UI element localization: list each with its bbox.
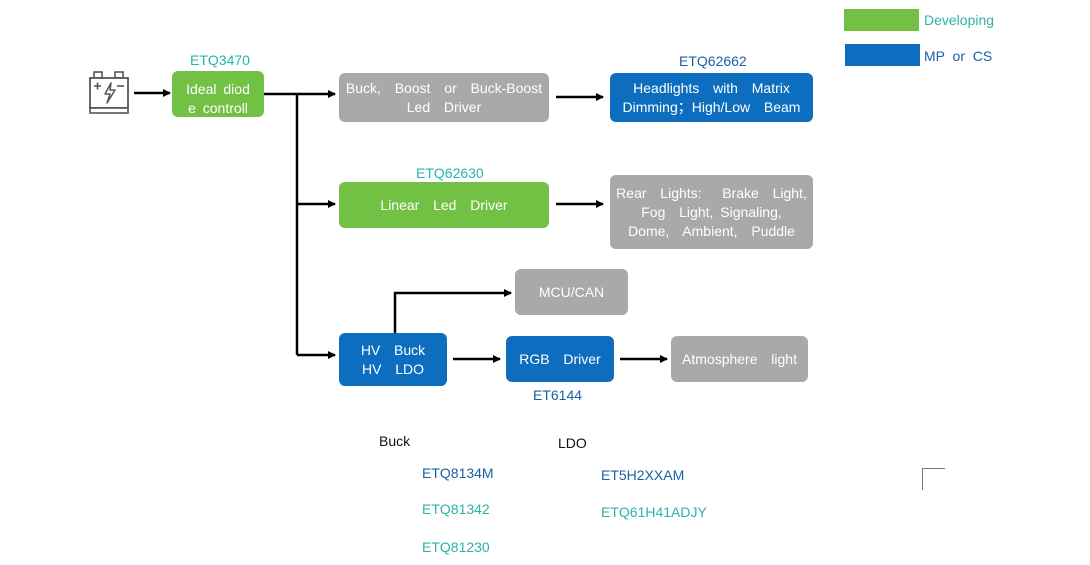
part-label-etq62630: ETQ62630 <box>416 165 484 181</box>
block-rear-lights: Rear Lights: Brake Light, Fog Light, Sig… <box>610 175 813 249</box>
ldo-list-item: ETQ61H41ADJY <box>601 504 707 520</box>
battery-icon <box>89 71 129 114</box>
ldo-list-item: ET5H2XXAM <box>601 467 685 483</box>
block-line: RGB Driver <box>519 350 601 367</box>
buck-list-item: ETQ8134M <box>422 465 494 481</box>
block-linear-led-driver: Linear Led Driver <box>339 182 549 228</box>
block-headlights: Headlights with Matrix Dimming；High/Low … <box>610 73 813 122</box>
block-line: Led Driver <box>406 98 482 115</box>
block-line: Atmosphere light <box>682 350 797 367</box>
legend-label-developing: Developing <box>924 12 995 28</box>
block-line: Buck, Boost or Buck-Boost <box>345 79 543 96</box>
block-rgb-driver: RGB Driver <box>506 336 614 382</box>
arrow-hv-buck-to-mcu <box>393 289 512 333</box>
block-line: Dome, Ambient, Puddle <box>628 222 795 239</box>
block-ideal-diode-controller: Ideal diod e controll <box>172 71 264 117</box>
block-line: Rear Lights: Brake Light, <box>616 184 807 201</box>
block-line: HV LDO <box>361 360 424 377</box>
block-buck-boost-led-driver: Buck, Boost or Buck-Boost Led Driver <box>339 73 549 122</box>
part-label-etq3470: ETQ3470 <box>190 52 250 68</box>
block-hv-buck-ldo: HV Buck HV LDO <box>339 333 447 386</box>
block-line: Ideal diod <box>186 81 250 97</box>
buck-list-title: Buck <box>379 433 411 449</box>
block-mcu-can: MCU/CAN <box>515 269 628 315</box>
block-line: Headlights with Matrix <box>633 79 790 96</box>
corner-mark <box>922 468 945 490</box>
part-label-et6144: ET6144 <box>533 387 583 403</box>
block-line: Dimming；High/Low Beam <box>622 98 801 115</box>
buck-list-item: ETQ81342 <box>422 501 490 517</box>
block-atmosphere-light: Atmosphere light <box>671 336 808 382</box>
legend-label-mp-cs: MP or CS <box>924 48 993 64</box>
buck-list-item: ETQ81230 <box>422 539 490 555</box>
block-line: Fog Light, Signaling, <box>641 203 782 220</box>
block-line: MCU/CAN <box>538 283 605 300</box>
legend-swatch-mp-cs <box>845 44 920 66</box>
block-line: Linear Led Driver <box>380 196 508 213</box>
legend-swatch-developing <box>844 9 919 31</box>
ldo-list-title: LDO <box>558 435 587 451</box>
part-label-etq62662: ETQ62662 <box>679 53 747 69</box>
block-line: HV Buck <box>360 341 426 358</box>
block-line: e controll <box>188 100 248 116</box>
